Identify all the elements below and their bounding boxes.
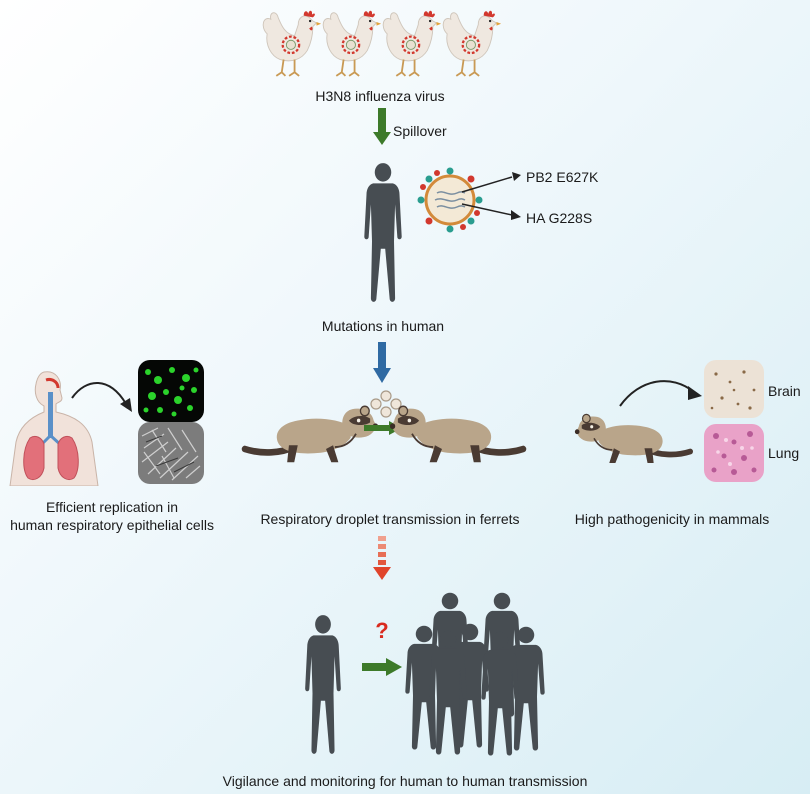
chicken-icon <box>378 6 442 80</box>
lung-label: Lung <box>768 445 800 461</box>
crowd-icon <box>400 586 550 766</box>
chicken-icon <box>438 6 502 80</box>
transmission-arrow-icon <box>362 658 402 676</box>
droplet-icon <box>368 390 404 418</box>
lung-tissue-image-icon <box>704 424 764 482</box>
panel-left-label-1: Efficient replication in <box>45 499 179 515</box>
ferret-icon <box>382 392 532 468</box>
spillover-arrow-icon <box>373 108 391 146</box>
mutation-ha-label: HA G228S <box>526 210 593 226</box>
human-silhouette-icon <box>361 160 405 308</box>
mutation-pointer-icon <box>460 168 522 224</box>
curved-arrow-icon <box>616 372 706 416</box>
panel-left-label-2: human respiratory epithelial cells <box>10 517 214 533</box>
source-label: H3N8 influenza virus <box>315 88 445 104</box>
chicken-icon <box>318 6 382 80</box>
human-silhouette-icon <box>302 612 344 760</box>
sem-image-icon <box>138 422 204 484</box>
curved-arrow-icon <box>68 374 136 418</box>
fluorescence-image-icon <box>138 360 204 422</box>
virus-particle-icon <box>415 165 485 235</box>
panel-right-label: High pathogenicity in mammals <box>574 511 770 527</box>
brain-label: Brain <box>768 383 801 399</box>
respiratory-tract-icon <box>4 368 104 486</box>
mutations-label: Mutations in human <box>321 318 445 334</box>
bottom-label: Vigilance and monitoring for human to hu… <box>222 773 588 789</box>
spillover-label: Spillover <box>393 123 447 139</box>
question-mark: ? <box>375 618 389 643</box>
panel-mid-label: Respiratory droplet transmission in ferr… <box>260 511 520 527</box>
down-arrow-icon <box>373 342 391 384</box>
brain-tissue-image-icon <box>704 360 764 418</box>
dashed-arrow-icon <box>373 536 391 580</box>
chicken-icon <box>258 6 322 80</box>
mutation-pb2-label: PB2 E627K <box>526 169 599 185</box>
